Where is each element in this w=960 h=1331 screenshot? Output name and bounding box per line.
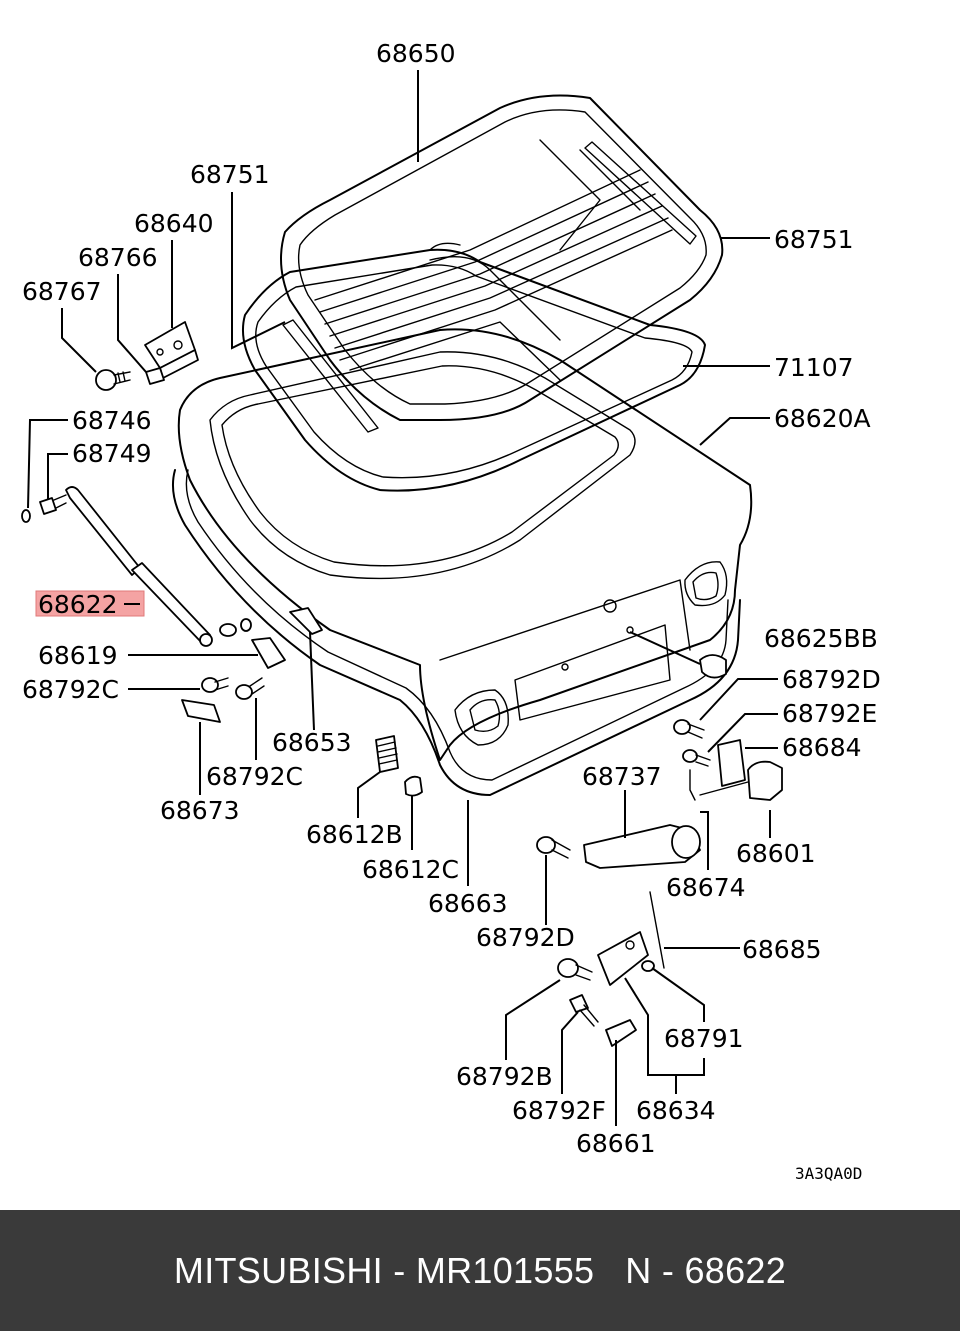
diagram-code: 3A3QA0D [795,1164,862,1183]
label-68792D-bottom: 68792D [476,923,575,952]
parts-diagram: 68650 68751 68751 68640 68766 68767 7110… [21,39,881,1183]
bolt-68792D-a [673,719,705,739]
bolt-68792F [569,994,599,1027]
label-68653: 68653 [272,728,352,757]
label-68619: 68619 [38,641,118,670]
rod-68674 [689,769,749,801]
bolt-68792B [557,958,593,981]
handle-68737 [583,824,701,869]
footer-bar: MITSUBISHI - MR101555 N - 68622 [0,1210,960,1331]
spring-68612B [375,735,399,773]
label-68612C: 68612C [362,855,459,884]
label-68622: 68622 [38,590,118,619]
label-68792D-top: 68792D [782,665,881,694]
striker-68661 [605,1019,637,1047]
label-68625BB: 68625BB [764,624,878,653]
grommet-68791 [641,960,655,972]
label-68766: 68766 [78,243,158,272]
label-68673: 68673 [160,796,240,825]
bracket-68684 [717,739,746,787]
bumper-68625BB [699,654,727,679]
label-68663: 68663 [428,889,508,918]
label-68685: 68685 [742,935,822,964]
stud-part [39,494,67,515]
label-68634: 68634 [636,1096,716,1125]
bumper-part [219,618,252,637]
bolt-part [95,369,131,391]
label-68792E: 68792E [782,699,877,728]
grommet-part [21,509,31,523]
bracket-68653 [289,607,323,635]
label-68767: 68767 [22,277,102,306]
leader-lines [27,70,778,1126]
actuator-68601 [747,760,783,801]
label-68792B: 68792B [456,1062,553,1091]
label-68751-left: 68751 [190,160,270,189]
rear-glass-drawing [280,94,724,433]
label-68751-right: 68751 [774,225,854,254]
weatherstrip-drawing [242,248,706,492]
label-71107: 71107 [774,353,854,382]
cap-68612C [404,775,423,797]
bolt-68792C-b [235,677,265,700]
label-68612B: 68612B [306,820,403,849]
striker-bracket [251,637,286,669]
bracket-68673 [181,699,221,723]
tailgate-drawing [177,328,753,761]
label-68792F: 68792F [512,1096,606,1125]
label-68650: 68650 [376,39,456,68]
label-68737: 68737 [582,762,662,791]
label-68640: 68640 [134,209,214,238]
label-68791: 68791 [664,1024,744,1053]
part-number-caption: MITSUBISHI - MR101555 N - 68622 [173,1249,787,1291]
gas-strut-part [65,486,213,647]
label-68674: 68674 [666,873,746,902]
label-68792C-bottom: 68792C [206,762,303,791]
label-68601: 68601 [736,839,816,868]
label-68746: 68746 [72,406,152,435]
rod-68685 [649,891,665,969]
label-68620A: 68620A [774,404,871,433]
label-68661: 68661 [576,1129,656,1158]
label-68792C-left: 68792C [22,675,119,704]
bolt-68792C-a [201,677,229,693]
label-68684: 68684 [782,733,862,762]
tailgate-seal-drawing [172,469,741,796]
latch-68634 [597,931,649,986]
label-68749: 68749 [72,439,152,468]
nut-part [145,367,165,385]
diagram-svg: 68650 68751 68751 68640 68766 68767 7110… [21,39,881,1183]
bolt-68792E [682,749,711,767]
bolt-68792D-b [536,836,571,859]
